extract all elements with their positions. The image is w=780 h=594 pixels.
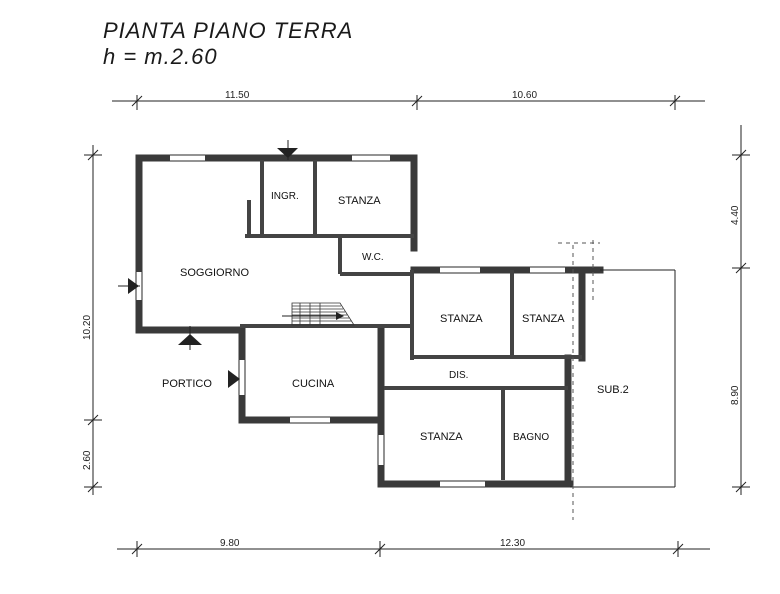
dim-bottom-left: 9.80 (220, 538, 240, 549)
room-ingresso: INGR. (271, 191, 299, 202)
staircase (282, 302, 355, 326)
windows (135, 154, 565, 488)
dim-right-upper: 4.40 (730, 205, 741, 225)
dim-left-lower: 2.60 (82, 450, 93, 470)
dim-bottom-right: 12.30 (500, 538, 525, 549)
room-wc: W.C. (362, 252, 384, 263)
plan-height: h = m.2.60 (103, 44, 218, 69)
room-sub2: SUB.2 (597, 384, 629, 396)
dimension-right: 4.40 8.90 (730, 125, 750, 495)
sub2-outline (558, 240, 676, 520)
dimension-top: 11.50 10.60 (112, 90, 705, 110)
room-stanza-bottom: STANZA (420, 431, 463, 443)
entrance-markers (118, 140, 298, 388)
room-cucina: CUCINA (292, 378, 335, 390)
room-stanza-mid-right: STANZA (522, 313, 565, 325)
room-disimpegno: DIS. (449, 370, 468, 381)
dim-top-left: 11.50 (225, 90, 250, 101)
dim-right-lower: 8.90 (730, 385, 741, 405)
room-bagno: BAGNO (513, 432, 549, 443)
dimension-left: 10.20 2.60 (82, 145, 102, 495)
room-stanza-top: STANZA (338, 195, 381, 207)
interior-walls (240, 160, 582, 480)
dim-left-upper: 10.20 (82, 315, 93, 340)
dim-top-right: 10.60 (512, 90, 537, 101)
room-labels: INGR. STANZA W.C. SOGGIORNO STANZA STANZ… (162, 191, 629, 443)
room-stanza-mid-left: STANZA (440, 313, 483, 325)
room-soggiorno: SOGGIORNO (180, 267, 250, 279)
room-portico: PORTICO (162, 378, 212, 390)
dimension-bottom: 9.80 12.30 (117, 538, 710, 557)
plan-title: PIANTA PIANO TERRA (103, 18, 353, 43)
kitchen-entrance-arrow-icon (228, 370, 240, 388)
